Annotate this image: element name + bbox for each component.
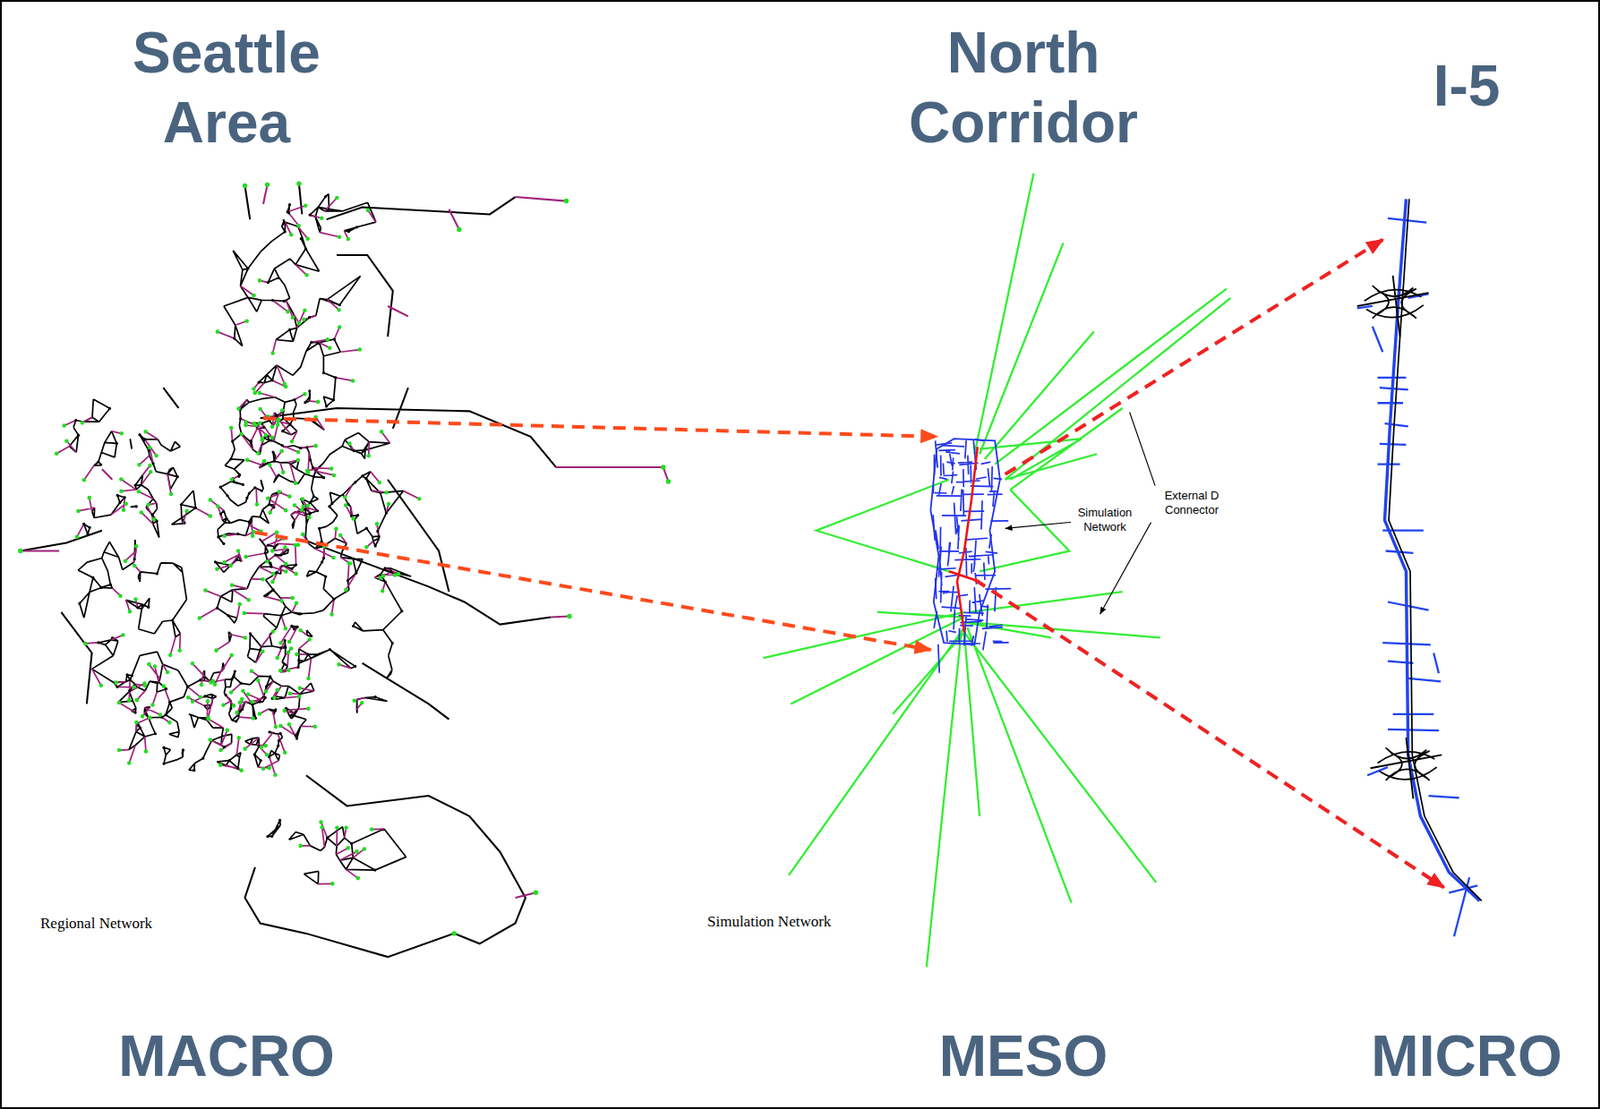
freeway-link: [1385, 198, 1481, 901]
zone-centroids: [54, 196, 421, 887]
scale-label: MACRO: [78, 1021, 375, 1092]
level-panel: I-5MICRO: [1343, 17, 1591, 1093]
level-panel: North CorridorMESO: [805, 17, 1241, 1093]
simulation-links: [932, 439, 1011, 674]
centroid: [533, 890, 539, 896]
centroid: [242, 183, 248, 189]
zone-connectors: [20, 184, 669, 899]
centroid: [456, 227, 462, 232]
panel-title: Seattle Area: [78, 17, 375, 158]
centroid: [17, 548, 23, 554]
leader-line: [1005, 521, 1080, 529]
zone-centroids: [17, 180, 671, 936]
road-nodes: [74, 195, 403, 873]
centroid: [666, 479, 671, 484]
cross-streets: [1357, 218, 1478, 937]
centroid: [296, 180, 301, 186]
panel-title: I-5: [1343, 51, 1591, 121]
callout-label: Simulation Network: [1070, 505, 1139, 535]
interchange: [1357, 275, 1429, 337]
centroid: [451, 931, 456, 936]
network-caption: Simulation Network: [707, 913, 887, 932]
scale-label: MESO: [875, 1021, 1172, 1092]
simulation-links: [932, 439, 1011, 674]
zone-connectors: [56, 197, 420, 885]
callout-label: External D Connector: [1157, 488, 1226, 518]
freeway-lanes: [1388, 198, 1482, 901]
centroid: [564, 198, 569, 204]
regional-network: [54, 194, 421, 887]
centroid: [265, 182, 270, 188]
network-caption: Regional Network: [40, 915, 220, 933]
interchange: [1370, 737, 1443, 799]
centroid: [660, 464, 666, 470]
road-links: [68, 194, 411, 885]
zoom-arrow: [255, 532, 932, 651]
zoom-arrow: [974, 579, 1444, 888]
external-connectors: [762, 173, 1231, 968]
scale-label: MICRO: [1343, 1021, 1591, 1092]
corridor-route: [949, 446, 980, 633]
zoom-arrow: [1005, 239, 1384, 475]
road-links: [20, 183, 557, 958]
panel-title: North Corridor: [875, 17, 1172, 158]
zoom-arrow: [263, 418, 937, 437]
centroid: [566, 614, 572, 619]
